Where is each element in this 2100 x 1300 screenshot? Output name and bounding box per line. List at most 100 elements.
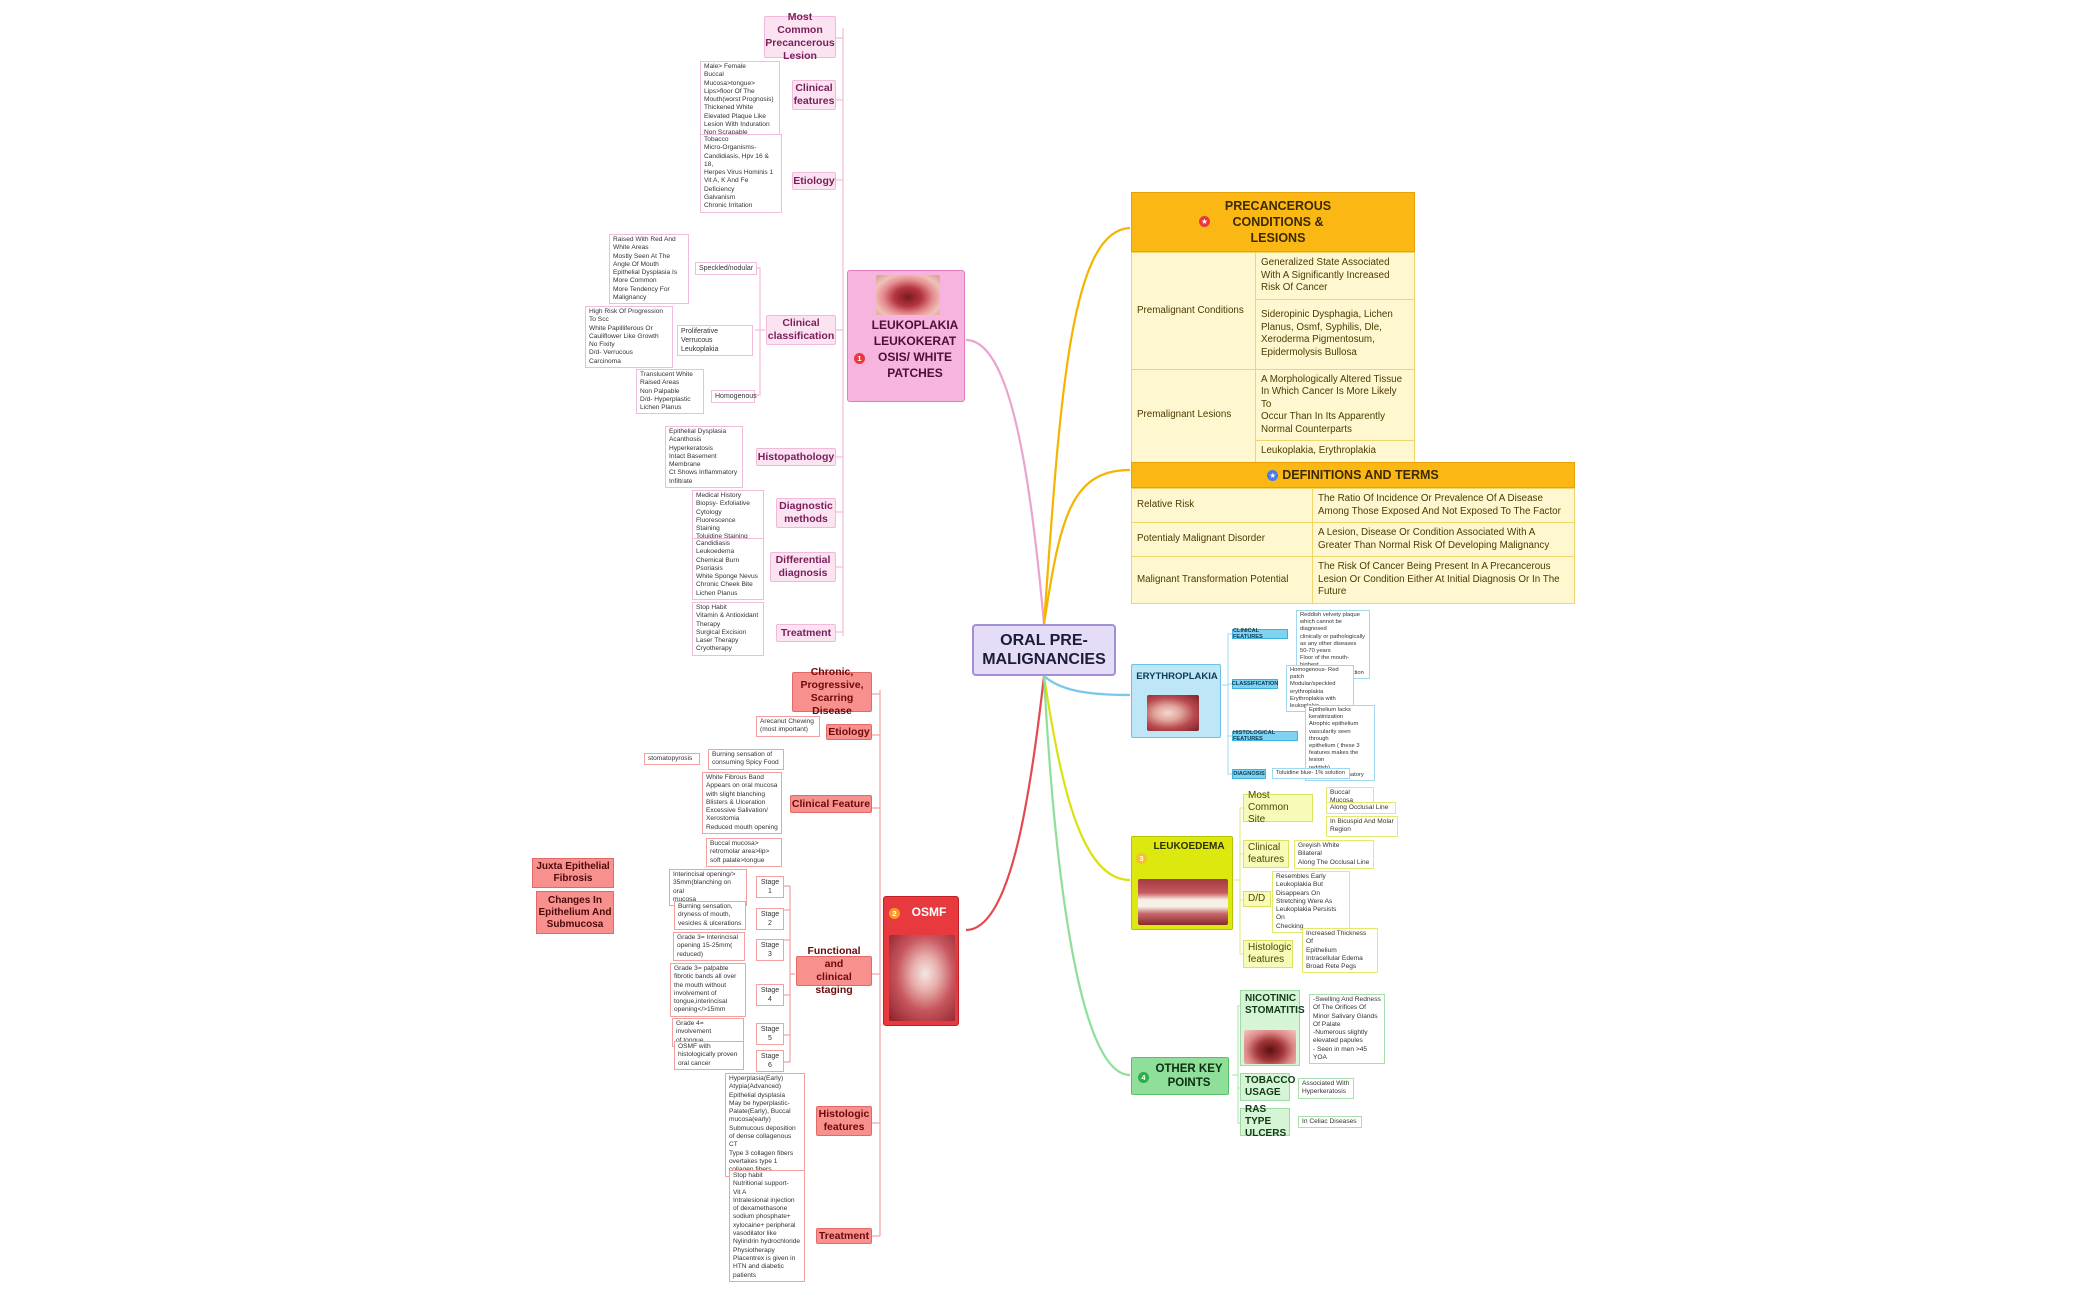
osmf-chronic-progressive[interactable]: Chronic, Progressive, Scarring Disease xyxy=(792,666,872,717)
ras-type-ulcers-note: In Celiac Diseases xyxy=(1298,1116,1362,1129)
stage-6-note: OSMF with histologically proven oral can… xyxy=(674,1041,744,1070)
connector-osmf xyxy=(965,675,1046,932)
connector-other xyxy=(1042,675,1131,1077)
stage-6[interactable]: Stage 6 xyxy=(756,1050,784,1072)
precancerous-title: PRECANCEROUS CONDITIONS & LESIONS xyxy=(1224,199,1332,245)
relative-risk-definition: The Ratio Of Incidence Or Prevalence Of … xyxy=(1312,488,1575,523)
site-bicuspid-molar: In Bicuspid And Molar Region xyxy=(1326,816,1398,837)
stage-5[interactable]: Stage 5 xyxy=(756,1023,784,1045)
leukoplakia-node[interactable]: 1 LEUKOPLAKIA LEUKOKERAT OSIS/ WHITE PAT… xyxy=(847,270,965,402)
leukoedema-clinical-features[interactable]: Clinical features xyxy=(1243,840,1289,868)
erythroplakia-classification-note: Homogenous- Red patch Modular/speckled e… xyxy=(1286,665,1354,713)
leukoplakia-etiology-note: Tobacco Micro-Organisms- Candidiasis, Hp… xyxy=(700,134,782,213)
homogenous-note: Translucent White Raised Areas Non Palpa… xyxy=(636,369,704,415)
osmf-histologic-features[interactable]: Histologic features xyxy=(816,1106,872,1136)
erythroplakia-title: ERYTHROPLAKIA xyxy=(1136,671,1218,682)
badge-1-icon: 1 xyxy=(854,353,865,364)
connector-leukoedema xyxy=(1042,675,1131,882)
stage-1-note: Interincisal opening/> 35mm(blanching on… xyxy=(669,869,747,907)
connector-precancerous xyxy=(1042,226,1131,625)
osmf-functional-clinical-staging[interactable]: Functional and clinical staging xyxy=(796,945,872,996)
relative-risk-term: Relative Risk xyxy=(1131,488,1313,523)
leukoedema-photo xyxy=(1138,879,1228,925)
other-key-points-node[interactable]: 4 OTHER KEY POINTS xyxy=(1131,1057,1229,1095)
stage-2[interactable]: Stage 2 xyxy=(756,908,784,930)
erythroplakia-photo xyxy=(1147,695,1199,731)
osmf-photo xyxy=(889,935,955,1021)
speckled-nodular[interactable]: Speckled/nodular xyxy=(695,262,757,275)
osmf-treatment[interactable]: Treatment xyxy=(816,1228,872,1244)
connector-definitions xyxy=(1042,468,1131,625)
osmf-treatment-note: Stop habit Nutritional support- Vit A In… xyxy=(729,1170,805,1282)
stage-3[interactable]: Stage 3 xyxy=(756,939,784,961)
erythroplakia-clinical-features-tag[interactable]: CLINICAL FEATURES xyxy=(1232,628,1288,640)
nicotinic-stomatitis-photo xyxy=(1244,1030,1296,1064)
premalignant-lesions-examples: Leukoplakia, Erythroplakia xyxy=(1255,440,1415,463)
badge-2-icon: 2 xyxy=(889,908,900,919)
malignant-transformation-definition: The Risk Of Cancer Being Present In A Pr… xyxy=(1312,556,1575,604)
leukoplakia-title: LEUKOPLAKIA LEUKOKERAT OSIS/ WHITE PATCH… xyxy=(871,318,959,380)
leukoplakia-clinical-features-note: Male> Female Buccal Mucosa>tongue> Lips>… xyxy=(700,61,780,140)
erythroplakia-classification-tag[interactable]: CLASSIFICATION xyxy=(1231,679,1279,689)
leukoedema-histologic-note: Increased Thickness Of Epithelium Intrac… xyxy=(1302,928,1378,974)
osmf-burning-note: Burning sensation of consuming Spicy Foo… xyxy=(708,749,784,770)
connector-erythroplakia xyxy=(1043,675,1131,697)
stage-4-note: Grade 3= palpable fibrotic bands all ove… xyxy=(670,963,746,1017)
tobacco-usage-note: Associated With Hyperkeratosis xyxy=(1298,1078,1354,1099)
leukoedema-most-common-site[interactable]: Most Common Site xyxy=(1243,790,1313,825)
leukoedema-histologic-features[interactable]: Histologic features xyxy=(1243,940,1293,968)
leukoplakia-treatment-note: Stop Habit Vitamin & Antioxidant Therapy… xyxy=(692,602,764,656)
central-topic[interactable]: ORAL PRE- MALIGNANCIES xyxy=(972,624,1116,676)
nicotinic-stomatitis-label: NICOTINIC STOMATITIS xyxy=(1245,993,1305,1016)
leukoedema-dd[interactable]: D/D xyxy=(1243,891,1271,907)
proliferative-verrucous-leukoplakia[interactable]: Proliferative Verrucous Leukoplakia xyxy=(677,325,753,356)
leukoplakia-diagnostic-methods[interactable]: Diagnostic methods xyxy=(776,498,836,528)
stage-2-note: Burning sensation, dryness of mouth, ves… xyxy=(674,901,746,930)
star-badge-icon: ★ xyxy=(1199,216,1210,227)
leukoedema-dd-note: Resembles Early Leukoplakia But Disappea… xyxy=(1272,871,1350,934)
leukoedema-node[interactable]: LEUKOEDEMA 3 xyxy=(1131,836,1233,930)
stomatopyrosis: stomatopyrosis xyxy=(644,753,700,766)
leukoplakia-most-common[interactable]: Most Common Precancerous Lesion xyxy=(764,11,836,62)
premalignant-lesions-label: Premalignant Lesions xyxy=(1131,368,1256,463)
diagnostic-methods-note: Medical History Biopsy- Exfoliative Cyto… xyxy=(692,490,764,544)
premalignant-conditions-definition: Generalized State Associated With A Sign… xyxy=(1255,252,1415,300)
definitions-header[interactable]: ★ DEFINITIONS AND TERMS xyxy=(1131,462,1575,488)
stage-1[interactable]: Stage 1 xyxy=(756,876,784,898)
other-key-points-title: OTHER KEY POINTS xyxy=(1155,1063,1223,1089)
erythroplakia-histological-tag[interactable]: HISTOLOGICAL FEATURES xyxy=(1232,730,1298,742)
homogenous[interactable]: Homogenous xyxy=(711,390,757,403)
osmf-clinical-feature[interactable]: Clinical Feature xyxy=(790,795,872,813)
osmf-sites-note: Buccal mucosa> retromolar area>lip> soft… xyxy=(706,838,782,867)
leukoplakia-etiology[interactable]: Etiology xyxy=(792,172,836,190)
osmf-etiology-note: Arecanut Chewing (most important) xyxy=(756,716,820,737)
differential-diagnosis-note: Candidiasis Leukoedema Chemical Burn Pso… xyxy=(692,538,764,601)
leukoplakia-clinical-classification[interactable]: Clinical classification xyxy=(766,315,836,345)
leukoplakia-differential-diagnosis[interactable]: Differential diagnosis xyxy=(770,552,836,582)
pvl-note: High Risk Of Progression To Scc White Pa… xyxy=(585,306,673,369)
premalignant-lesions-definition: A Morphologically Altered Tissue In Whic… xyxy=(1255,368,1415,441)
ras-type-ulcers[interactable]: RAS TYPE ULCERS xyxy=(1240,1104,1290,1139)
premalignant-conditions-examples: Sideropinic Dysphagia, Lichen Planus, Os… xyxy=(1255,298,1415,370)
osmf-etiology[interactable]: Etiology xyxy=(826,724,872,740)
definitions-star-icon: ★ xyxy=(1267,469,1279,481)
badge-4-icon: 4 xyxy=(1138,1072,1149,1083)
leukoedema-title: LEUKOEDEMA xyxy=(1153,841,1225,852)
connector-leukoplakia xyxy=(965,338,1046,625)
erythroplakia-node[interactable]: ERYTHROPLAKIA xyxy=(1131,664,1221,738)
osmf-node[interactable]: 2 OSMF xyxy=(883,896,959,1026)
leukoplakia-photo xyxy=(876,275,940,315)
potentially-malignant-definition: A Lesion, Disease Or Condition Associate… xyxy=(1312,522,1575,557)
leukoplakia-treatment[interactable]: Treatment xyxy=(776,624,836,642)
precancerous-header[interactable]: ★ PRECANCEROUS CONDITIONS & LESIONS xyxy=(1131,192,1415,252)
definitions-title: DEFINITIONS AND TERMS xyxy=(1282,468,1439,482)
changes-epithelium-submucosa[interactable]: Changes In Epithelium And Submucosa xyxy=(536,891,614,934)
definitions-table: Relative Risk The Ratio Of Incidence Or … xyxy=(1131,488,1575,604)
juxta-epithelial-fibrosis[interactable]: Juxta Epithelial Fibrosis xyxy=(532,858,614,888)
leukoplakia-clinical-features[interactable]: Clinical features xyxy=(792,80,836,110)
tobacco-usage[interactable]: TOBACCO USAGE xyxy=(1240,1073,1295,1101)
stage-4[interactable]: Stage 4 xyxy=(756,984,784,1006)
erythroplakia-diagnosis-tag[interactable]: DIAGNOSIS xyxy=(1232,769,1266,779)
leukoplakia-histopathology[interactable]: Histopathology xyxy=(756,448,836,466)
